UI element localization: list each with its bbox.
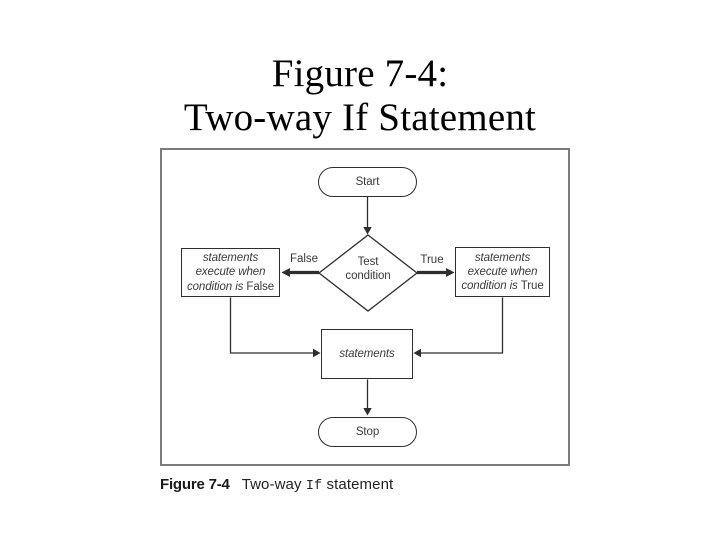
false-box-line-3-italic: condition is — [186, 280, 247, 293]
merge-statements-node: statements — [321, 329, 413, 379]
true-branch-label: True — [420, 254, 444, 266]
start-node: Start — [318, 167, 417, 197]
false-box-line-3: condition is False — [187, 280, 274, 294]
merge-node-label: statements — [339, 347, 395, 360]
false-box-line-2: execute when — [195, 266, 266, 279]
caption-text-after-code: statement — [322, 476, 394, 493]
true-box-line-1: statements — [474, 251, 531, 264]
true-box-line-2: execute when — [467, 265, 538, 278]
figure-caption: Figure 7-4 Two-way If statement — [160, 476, 590, 496]
false-box-line-1: statements — [202, 252, 259, 265]
stop-node-label: Stop — [355, 425, 380, 438]
decision-node-text: Test condition — [308, 256, 428, 283]
caption-code-keyword: If — [305, 479, 323, 494]
true-box-line-3-plain: True — [520, 280, 544, 293]
start-node-label: Start — [355, 175, 380, 188]
decision-line-1: Test — [357, 256, 379, 268]
false-branch-label: False — [289, 253, 319, 265]
false-box-line-3-plain: False — [246, 280, 275, 293]
true-statements-node: statements execute when condition is Tru… — [455, 247, 550, 297]
true-box-line-3-italic: condition is — [461, 280, 521, 293]
title-line-1: Figure 7-4: — [271, 52, 449, 95]
false-statements-node: statements execute when condition is Fal… — [181, 248, 280, 297]
caption-text-before-code: Two-way — [241, 476, 306, 493]
decision-line-2: condition — [345, 269, 391, 282]
caption-figure-label: Figure 7-4 — [160, 476, 230, 493]
slide-title: Figure 7-4: Two-way If Statement — [0, 52, 720, 140]
true-box-line-3: condition is True — [461, 279, 543, 293]
stop-node: Stop — [318, 417, 417, 447]
title-line-2: Two-way If Statement — [183, 96, 537, 139]
